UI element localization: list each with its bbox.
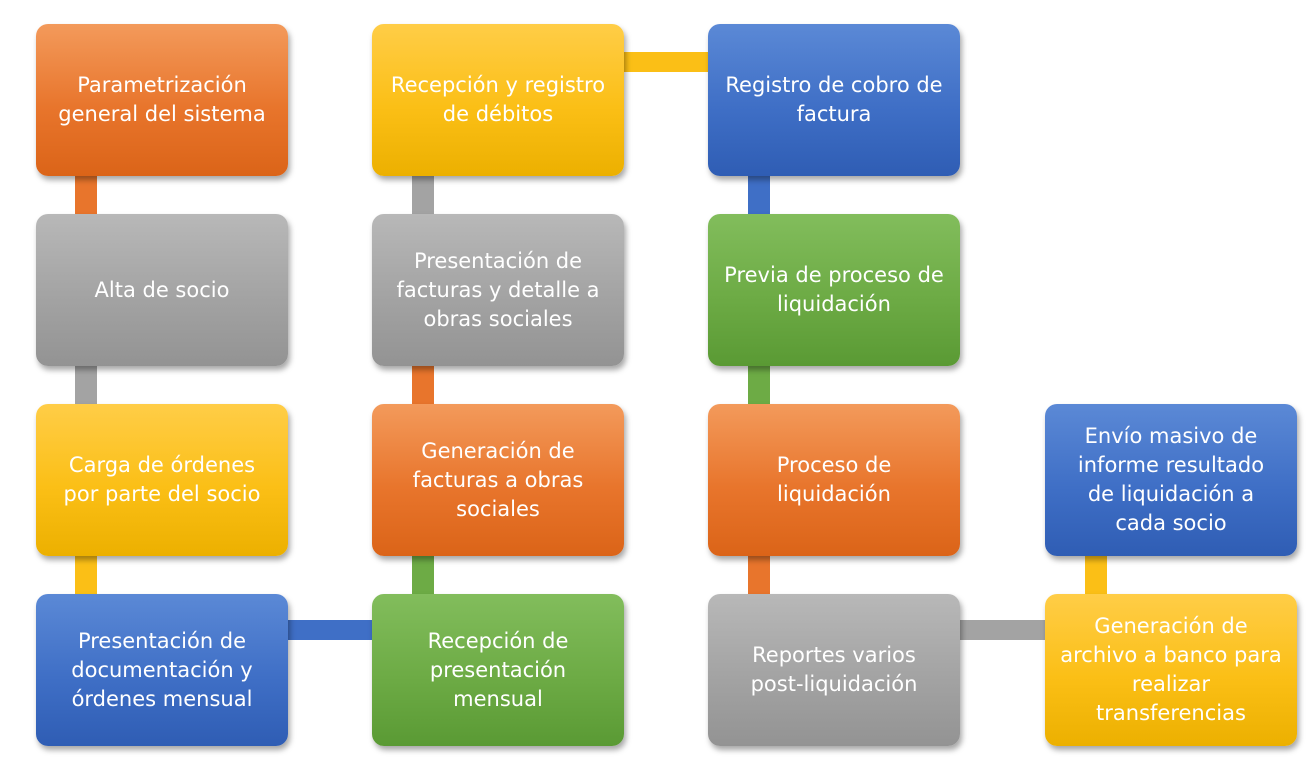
box-recepcion-presentacion: Recepción de presentación mensual [372,594,624,746]
connector-debitos-registro-cobro [620,52,716,72]
connector-presentacion-recepcion [282,620,378,640]
box-registro-cobro: Registro de cobro de factura [708,24,960,176]
box-reportes: Reportes varios post-liquidación [708,594,960,746]
box-recepcion-debitos: Recepción y registro de débitos [372,24,624,176]
connector-generacion-presentacion-facturas [412,360,434,410]
box-presentacion-facturas: Presentación de facturas y detalle a obr… [372,214,624,366]
connector-alta-carga [75,360,97,410]
box-envio-masivo: Envío masivo de informe resultado de liq… [1045,404,1297,556]
box-previa-liquidacion: Previa de proceso de liquidación [708,214,960,366]
connector-carga-presentacion [75,550,97,600]
box-generacion-archivo: Generación de archivo a banco para reali… [1045,594,1297,746]
box-generacion-facturas: Generación de facturas a obras sociales [372,404,624,556]
connector-previa-proceso [748,360,770,410]
connector-presentacion-facturas-recepcion-debitos [412,170,434,220]
box-proceso-liquidacion: Proceso de liquidación [708,404,960,556]
box-alta-socio: Alta de socio [36,214,288,366]
connector-parametrizacion-alta [75,170,97,220]
box-presentacion-documentacion: Presentación de documentación y órdenes … [36,594,288,746]
connector-registro-cobro-previa [748,170,770,220]
connector-reportes-generacion-archivo [955,620,1051,640]
box-carga-ordenes: Carga de órdenes por parte del socio [36,404,288,556]
connector-generacion-archivo-envio [1085,550,1107,600]
connector-proceso-reportes [748,550,770,600]
box-parametrizacion: Parametrización general del sistema [36,24,288,176]
connector-recepcion-generacion [412,550,434,600]
